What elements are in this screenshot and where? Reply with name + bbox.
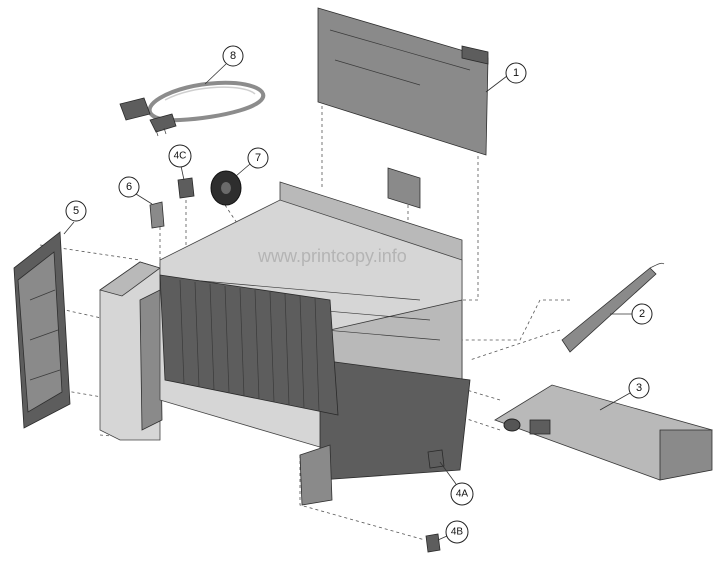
part-1-rear-panel [317,7,489,156]
callout-5-label: 5 [73,205,79,217]
part-7-gear [210,170,242,206]
callout-4b: 4B [437,520,469,544]
callout-1: 1 [485,62,527,93]
callout-2-label: 2 [639,308,645,320]
callout-2: 2 [610,303,653,325]
callout-6-label: 6 [126,181,132,193]
callout-3-label: 3 [636,382,642,394]
callout-4a-label: 4A [456,489,469,500]
part-2-rail [561,262,665,353]
small-plate [387,167,421,209]
callout-8-label: 8 [230,50,236,62]
callout-3: 3 [599,377,650,411]
part-4c-bracket [177,177,195,199]
watermark-text: www.printcopy.info [257,246,407,266]
callout-4c: 4C [168,144,192,181]
callout-1-label: 1 [513,67,519,79]
callout-6: 6 [118,176,153,205]
callout-4b-label: 4B [451,527,464,538]
callout-7: 7 [235,147,269,177]
part-4a-clip [427,449,445,469]
left-side-frame [99,261,163,441]
callout-4a: 4A [439,461,474,506]
part-6-sensor [149,201,165,229]
callout-4c-label: 4C [174,151,187,162]
part-4b-clip [425,533,441,553]
part-5-left-cover [13,231,71,429]
fuser-assembly [159,274,339,416]
part-8-power-cord [119,80,266,137]
part-3-controller-board [494,384,713,481]
callout-7-label: 7 [255,152,261,164]
callout-8: 8 [204,45,244,85]
callout-5: 5 [63,200,87,235]
